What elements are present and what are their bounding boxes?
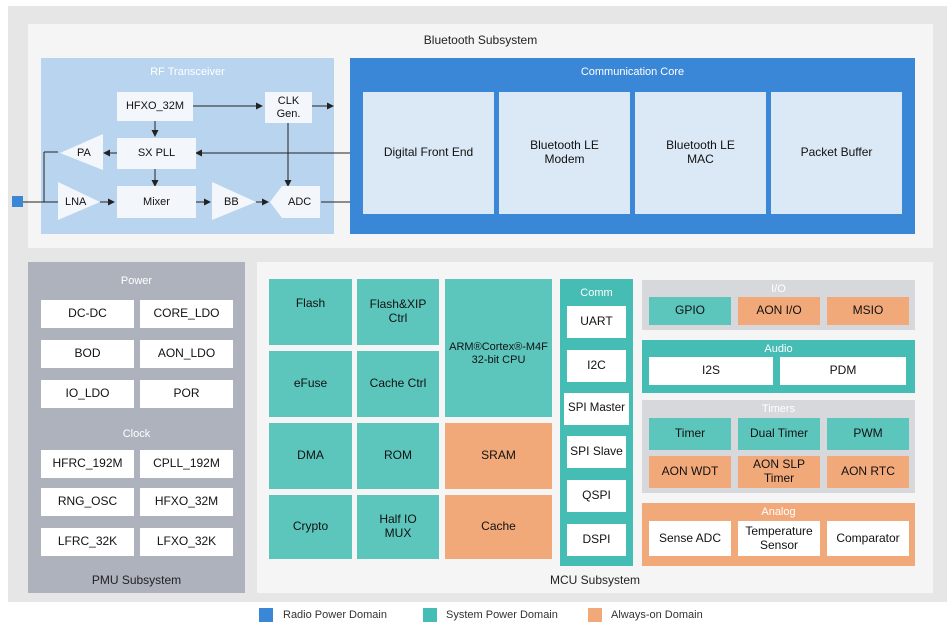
legend-label-radio: Radio Power Domain [283,609,387,621]
rf-bb-label: BB [224,196,239,208]
mcu-analog-title: Analog [761,506,796,518]
core-block-digital-front-end: Digital Front End [363,92,494,214]
mcu-sram: SRAM [445,423,552,489]
bluetooth-subsystem-title: Bluetooth Subsystem [423,33,538,47]
core-block-packet-buffer: Packet Buffer [771,92,902,214]
mcu-cpu: ARM®Cortex®-M4F 32-bit CPU [445,279,552,417]
mcu-timers-pwm: PWM [827,418,909,450]
mcu-crypto: Crypto [269,495,352,559]
pmu-power-title: Power [120,275,153,287]
mcu-comm-uart: UART [567,306,626,338]
rf-sxpll-block: SX PLL [117,138,196,169]
mcu-timers-aon-slp-timer: AON SLP Timer [738,456,820,488]
mcu-cache-ctrl: Cache Ctrl [357,351,439,417]
mcu-io-title: I/O [771,283,786,295]
mcu-comm-spi-master: SPI Master [564,393,629,425]
mcu-comm-spi-slave: SPI Slave [567,436,626,468]
pmu-subsystem-title: PMU Subsystem [91,573,182,587]
mcu-timers-title: Timers [761,403,796,415]
legend-swatch-system [423,608,437,622]
communication-core-title: Communication Core [580,66,685,78]
mcu-timers-timer: Timer [649,418,731,450]
mcu-audio-pdm: PDM [780,357,906,385]
pmu-clock-hfxo: HFXO_32M [140,488,233,516]
rf-adc-label: ADC [288,196,312,208]
mcu-io-msio: MSIO [827,297,909,325]
pmu-clock-cpll: CPLL_192M [140,450,233,478]
mcu-timers-aon-wdt: AON WDT [649,456,731,488]
pmu-clock-title: Clock [122,428,151,440]
rf-clk-gen-block: CLK Gen. [265,92,312,123]
pmu-clock-hfrc: HFRC_192M [41,450,134,478]
legend-swatch-always-on [588,608,602,622]
rf-transceiver-title: RF Transceiver [150,66,225,78]
mcu-half-io-mux: Half IO MUX [357,495,439,559]
core-block-ble-modem: Bluetooth LE Modem [499,92,630,214]
mcu-io-gpio: GPIO [649,297,731,325]
pmu-power-dcdc: DC-DC [41,300,134,328]
legend-label-system: System Power Domain [446,609,558,621]
mcu-io-aon-io: AON I/O [738,297,820,325]
pmu-power-io-ldo: IO_LDO [41,380,134,408]
mcu-audio-i2s: I2S [649,357,773,385]
core-block-ble-mac: Bluetooth LE MAC [635,92,766,214]
adc-shape [270,186,320,218]
mcu-cache: Cache [445,495,552,559]
rf-lna-label: LNA [65,196,87,208]
mcu-subsystem-title: MCU Subsystem [549,573,641,587]
pmu-power-aon-ldo: AON_LDO [140,340,233,368]
mcu-comm-title: Comm [580,287,613,299]
antenna-port-icon [12,196,23,207]
mcu-timers-dual-timer: Dual Timer [738,418,820,450]
rf-pa-label: PA [77,147,91,159]
pmu-power-por: POR [140,380,233,408]
mcu-analog-sense-adc: Sense ADC [649,521,731,556]
legend-swatch-radio [259,608,273,622]
mcu-flash-xip-ctrl: Flash&XIP Ctrl [357,279,439,345]
lna-triangle [58,182,100,220]
pmu-power-core-ldo: CORE_LDO [140,300,233,328]
mcu-dma: DMA [269,423,352,489]
pmu-clock-lfrc: LFRC_32K [41,528,134,556]
rf-mixer-block: Mixer [117,186,196,218]
rf-hfxo-block: HFXO_32M [117,92,193,121]
mcu-comm-qspi: QSPI [567,480,626,512]
mcu-comm-i2c: I2C [567,350,626,382]
mcu-timers-aon-rtc: AON RTC [827,456,909,488]
mcu-analog-comparator: Comparator [827,521,909,556]
pmu-clock-rng-osc: RNG_OSC [41,488,134,516]
mcu-rom: ROM [357,423,439,489]
pmu-clock-lfxo: LFXO_32K [140,528,233,556]
mcu-efuse: eFuse [269,351,352,417]
mcu-comm-dspi: DSPI [567,524,626,556]
pmu-power-bod: BOD [41,340,134,368]
bb-triangle [212,182,256,220]
mcu-analog-temperature-sensor: Temperature Sensor [738,521,820,556]
legend-label-always-on: Always-on Domain [611,609,703,621]
mcu-flash: Flash [269,279,352,345]
mcu-audio-title: Audio [764,343,793,355]
pa-triangle [60,134,103,170]
